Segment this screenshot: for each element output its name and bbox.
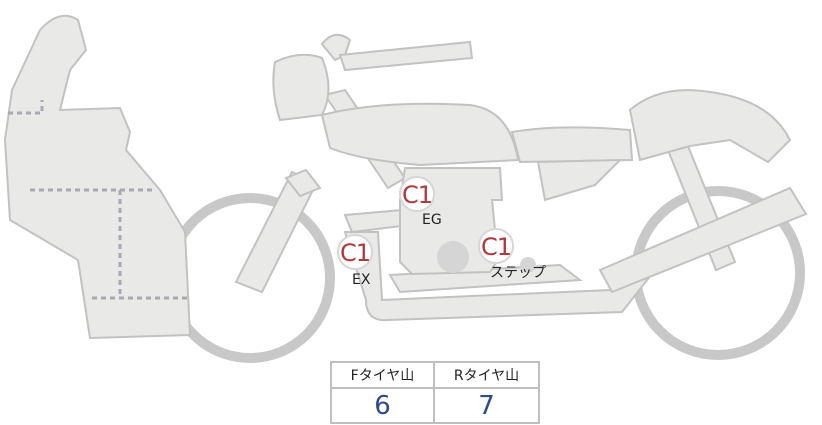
headlight: [272, 53, 330, 122]
tire-tread-table: Fタイヤ山 Rタイヤ山 6 7: [330, 361, 540, 424]
marker-ex: C1: [337, 234, 373, 270]
marker-step: C1: [478, 228, 514, 264]
frame-downtube: [343, 208, 403, 234]
frame-rear-tube: [388, 263, 583, 294]
marker-step-label: ステップ: [490, 265, 546, 281]
engine-cover: [437, 241, 469, 273]
side-cover: [536, 158, 623, 202]
front-tire-value: 6: [332, 389, 435, 422]
seat: [510, 126, 634, 164]
muffler: [598, 186, 808, 294]
marker-eg: C1: [399, 176, 435, 212]
rear-tire-header: Rタイヤ山: [435, 363, 538, 389]
rear-fender-fairing: [3, 14, 192, 340]
fork-tube: [284, 168, 322, 198]
handlebar-stem: [338, 40, 474, 72]
front-cowl: [628, 89, 792, 164]
fuel-tank: [320, 102, 520, 167]
marker-eg-label: EG: [422, 212, 442, 228]
step-hub: [520, 257, 536, 273]
front-tire-header: Fタイヤ山: [332, 363, 435, 389]
marker-ex-label: EX: [352, 272, 371, 288]
panel-seam-top: [8, 100, 44, 115]
rear-tire-value: 7: [478, 390, 495, 421]
